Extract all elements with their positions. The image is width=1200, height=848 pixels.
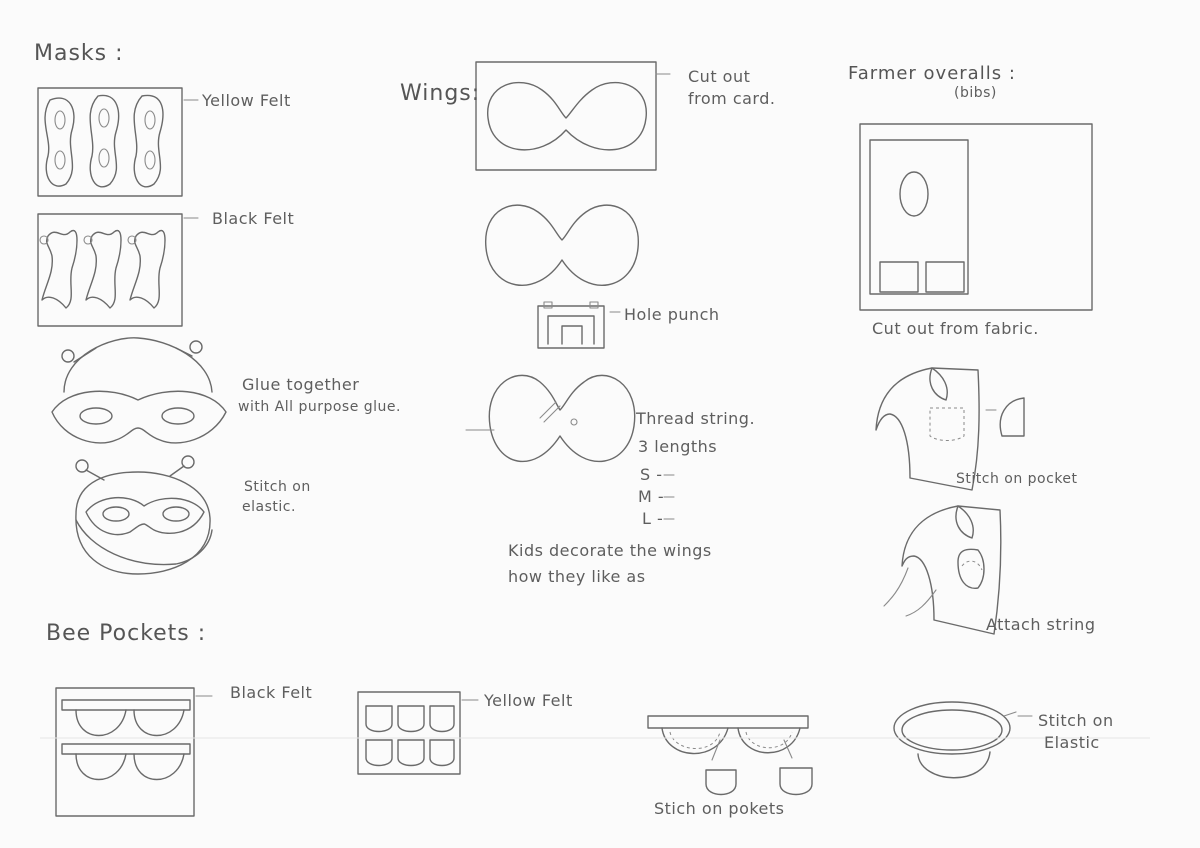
wings-title: Wings: <box>400 81 481 106</box>
masks-yellow-felt-sheet <box>37 87 199 197</box>
masks-black-felt-label: Black Felt <box>212 209 295 228</box>
overalls-cut-fabric-label: Cut out from fabric. <box>872 319 1039 338</box>
masks-yellow-felt-label: Yellow Felt <box>202 91 291 110</box>
pockets-yellow-felt-label: Yellow Felt <box>484 691 573 710</box>
overalls-stitch-pocket-label: Stitch on pocket <box>956 471 1078 487</box>
masks-black-felt-sheet <box>37 213 199 327</box>
masks-glue-label-2: with All purpose glue. <box>238 399 401 415</box>
pockets-elastic-band <box>893 701 1033 779</box>
pockets-elastic-label-1: Stitch on <box>1038 711 1114 730</box>
wings-size-s: S - <box>640 465 663 484</box>
overalls-string-drawing <box>883 505 1002 635</box>
wings-size-m: M - <box>638 487 665 506</box>
pockets-yellow-felt-sheet <box>357 691 479 775</box>
masks-stitch-label-1: Stitch on <box>244 479 311 495</box>
wings-size-l: L - <box>642 509 664 528</box>
masks-title: Masks : <box>34 41 124 66</box>
hole-punch-icon <box>537 301 621 349</box>
wings-decorate-label-1: Kids decorate the wings <box>508 541 712 560</box>
wings-cut-label-1: Cut out <box>688 67 751 86</box>
overalls-pocket-drawing <box>875 367 1025 491</box>
overalls-fabric-sheet <box>859 123 1093 311</box>
wings-thread-label: Thread string. <box>636 409 756 428</box>
wings-decorate-label-2: how they like as <box>508 567 646 586</box>
pockets-black-felt-label: Black Felt <box>230 683 313 702</box>
overalls-title: Farmer overalls : <box>848 63 1016 84</box>
wings-hole-punch-label: Hole punch <box>624 305 720 324</box>
pockets-title: Bee Pockets : <box>46 621 207 646</box>
pockets-elastic-label-2: Elastic <box>1044 733 1100 752</box>
wings-lengths-label: 3 lengths <box>638 437 718 456</box>
pockets-stitch-label: Stich on pokets <box>654 799 785 818</box>
wings-cutout-drawing <box>485 204 639 286</box>
mask-glued-drawing <box>51 337 227 444</box>
pockets-black-felt-sheet <box>55 687 213 817</box>
masks-glue-label-1: Glue together <box>242 375 360 394</box>
wings-cut-label-2: from card. <box>688 89 776 108</box>
wings-card-sheet <box>475 61 671 171</box>
mask-elastic-drawing <box>75 455 213 575</box>
wings-threaded-drawing <box>465 374 675 520</box>
overalls-subtitle: (bibs) <box>954 85 997 101</box>
pockets-stitched-strip <box>647 715 813 796</box>
overalls-attach-string-label: Attach string <box>986 615 1096 634</box>
masks-stitch-label-2: elastic. <box>242 499 296 515</box>
